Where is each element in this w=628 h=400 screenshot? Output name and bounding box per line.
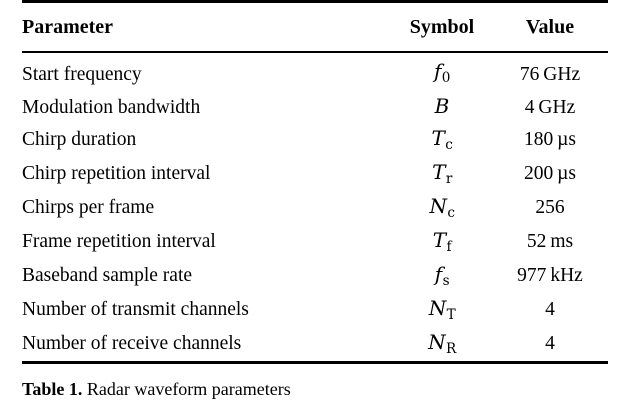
caption-label: Table 1. bbox=[22, 379, 83, 399]
cell-symbol: f0 bbox=[433, 58, 451, 86]
cell-parameter: Frame repetition interval bbox=[22, 230, 216, 252]
cell-symbol: Tc bbox=[431, 125, 453, 153]
cell-value: 4 bbox=[545, 332, 555, 354]
table-midrule bbox=[22, 51, 608, 53]
cell-parameter: Chirp duration bbox=[22, 128, 137, 150]
cell-symbol: Tr bbox=[432, 159, 453, 187]
column-header-symbol: Symbol bbox=[409, 16, 475, 39]
cell-value: 256 bbox=[535, 196, 565, 218]
cell-symbol: B bbox=[434, 93, 450, 118]
table-row: Chirps per frame Nc 256 bbox=[22, 191, 608, 225]
cell-symbol: Nc bbox=[429, 193, 455, 221]
cell-symbol: Tf bbox=[432, 227, 452, 255]
parameters-table-grid: Parameter Symbol Value bbox=[22, 6, 608, 48]
table-caption: Table 1. Radar waveform parameters bbox=[22, 378, 612, 400]
parameters-table: Parameter Symbol Value Start frequency f0… bbox=[22, 0, 608, 364]
cell-parameter: Chirp repetition interval bbox=[22, 162, 211, 184]
table-toprule bbox=[22, 0, 608, 4]
cell-symbol: fs bbox=[434, 261, 450, 289]
cell-parameter: Number of transmit channels bbox=[22, 298, 249, 320]
caption-text: Radar waveform parameters bbox=[86, 379, 291, 399]
cell-parameter: Modulation bandwidth bbox=[22, 96, 201, 118]
cell-symbol: NR bbox=[428, 329, 457, 357]
cell-parameter: Start frequency bbox=[22, 63, 142, 85]
column-header-parameter: Parameter bbox=[22, 16, 114, 39]
cell-symbol: NT bbox=[428, 295, 456, 323]
header-row: Parameter Symbol Value bbox=[22, 6, 608, 48]
cell-parameter: Number of receive channels bbox=[22, 332, 242, 354]
table-row: Number of receive channels NR 4 bbox=[22, 327, 608, 361]
cell-value: 4 bbox=[545, 298, 555, 320]
table-header: Parameter Symbol Value bbox=[22, 6, 608, 48]
table-row: Number of transmit channels NT 4 bbox=[22, 293, 608, 327]
table-bottomrule bbox=[22, 360, 608, 364]
cell-parameter: Baseband sample rate bbox=[22, 264, 193, 286]
cell-parameter: Chirps per frame bbox=[22, 196, 155, 218]
column-header-value: Value bbox=[525, 16, 575, 39]
